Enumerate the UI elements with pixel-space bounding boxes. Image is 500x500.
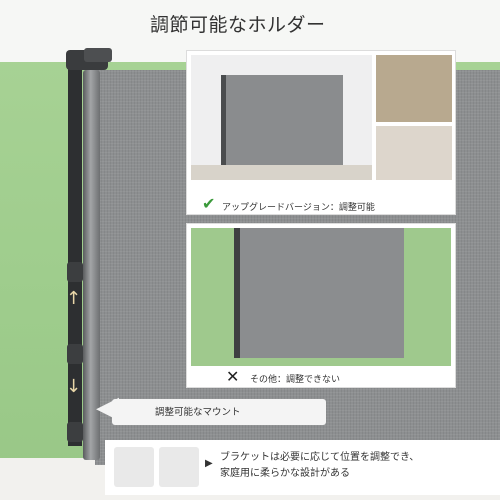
bracket-front-icon	[114, 447, 154, 487]
gate-illustration	[234, 228, 404, 358]
retractable-tube	[83, 70, 100, 460]
wall-bracket	[67, 344, 83, 364]
wall-bracket	[67, 422, 83, 442]
mount-label-bar	[112, 399, 326, 425]
gate-illustration	[221, 75, 343, 173]
mount-label: 調整可能なマウント	[155, 407, 241, 418]
page-title: 調節可能なホルダー	[150, 14, 326, 36]
fixed-caption: その他：調整できない	[250, 375, 341, 385]
top-bracket	[84, 48, 112, 62]
bracket-side-icon	[159, 447, 199, 487]
arrow-up-icon: ↑	[66, 288, 82, 309]
room-photo	[191, 55, 372, 180]
fixed-gate-photo	[191, 228, 451, 366]
stairs-photo	[376, 126, 452, 180]
bracket-note-line2: 家庭用に柔らかな設計がある	[220, 468, 350, 479]
check-icon: ✔	[202, 194, 216, 213]
bracket-note-line1: ブラケットは必要に応じて位置を調整でき、	[220, 452, 420, 463]
cross-icon: ✕	[226, 367, 240, 386]
arrow-down-icon: ↓	[66, 376, 82, 397]
adjustable-caption: アップグレードバージョン：調整可能	[222, 203, 375, 213]
hallway-photo	[376, 55, 452, 122]
floor-strip	[191, 165, 372, 180]
wall-bracket	[67, 262, 83, 282]
triangle-pointer-icon: ▶	[205, 458, 213, 469]
